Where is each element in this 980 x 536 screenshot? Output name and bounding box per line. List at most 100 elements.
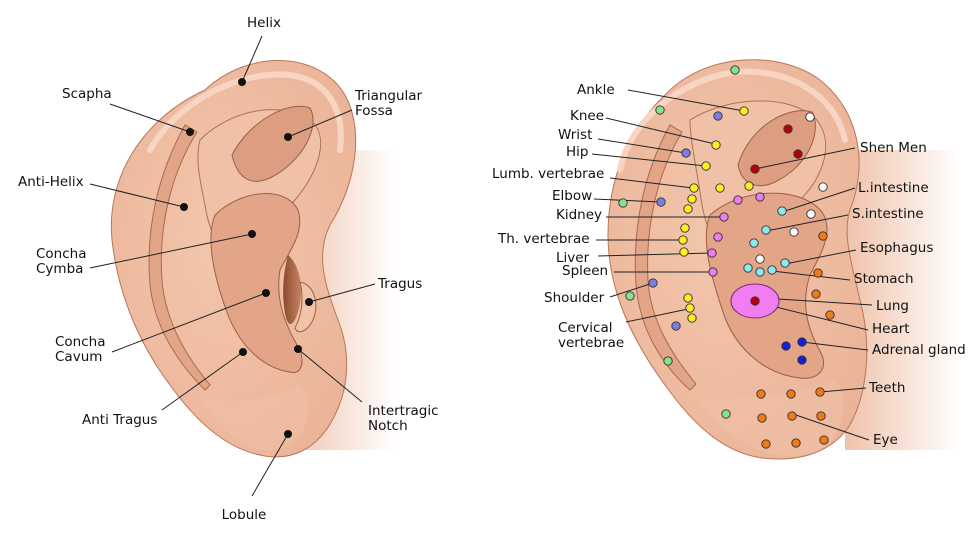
- label-tragus: Tragus: [377, 276, 422, 292]
- helix-rim: [147, 71, 344, 153]
- reflex-point-yellow: [744, 181, 754, 191]
- face-skin-fade: [845, 150, 960, 450]
- reflex-point-white: [789, 227, 799, 237]
- reflex-point-yellow: [678, 235, 688, 245]
- leader-ankle: [627, 89, 745, 112]
- reflex-point-yellow: [679, 247, 689, 257]
- label-spleen: Spleen: [562, 263, 608, 279]
- ear-anatomy-illustration: [110, 60, 395, 458]
- ear-canal-shadow: [283, 255, 302, 325]
- leader-intertragic-notch: [297, 348, 363, 403]
- scapha-groove: [634, 124, 697, 391]
- leader-knee: [605, 117, 716, 145]
- reflex-point-orange: [757, 413, 767, 423]
- reflex-point-green: [655, 105, 665, 115]
- label-anti-tragus: Anti Tragus: [82, 412, 157, 428]
- reflex-point-yellow: [689, 183, 699, 193]
- point-anti-tragus: [239, 348, 247, 356]
- reflex-point-blue: [797, 355, 807, 365]
- leader-lobule: [251, 433, 289, 497]
- leader-helix: [241, 35, 263, 83]
- label-teeth: Teeth: [868, 380, 905, 396]
- leader-concha-cavum: [111, 292, 267, 353]
- leader-adrenal-gland: [801, 341, 869, 351]
- reflex-point-dark-red: [793, 149, 803, 159]
- points-layer: [180, 65, 835, 449]
- label-wrist: Wrist: [558, 127, 592, 143]
- reflex-point-yellow: [687, 194, 697, 204]
- reflex-point-dark-red: [783, 124, 793, 134]
- tragus-shape: [294, 281, 317, 333]
- reflex-point-orange: [825, 310, 835, 320]
- label-lobule: Lobule: [222, 507, 267, 523]
- label-shoulder: Shoulder: [544, 290, 605, 306]
- leader-shen-men: [754, 147, 856, 170]
- reflex-point-yellow: [687, 313, 697, 323]
- reflex-point-orange: [813, 268, 823, 278]
- reflex-point-orange: [756, 389, 766, 399]
- reflex-point-magenta: [719, 212, 729, 222]
- reflex-point-white: [805, 112, 815, 122]
- reflex-point-dark-red: [750, 164, 760, 174]
- label-helix: Helix: [247, 15, 281, 31]
- leader-triangular-fossa: [287, 109, 353, 138]
- reflex-point-white: [806, 209, 816, 219]
- leader-scapha: [109, 103, 191, 133]
- point-intertragic-notch: [294, 345, 302, 353]
- triangular-fossa-shape: [231, 105, 314, 182]
- point-scapha: [186, 128, 194, 136]
- reflex-point-yellow: [701, 161, 711, 171]
- point-concha-cavum: [262, 289, 270, 297]
- label-th-vertebrae: Th. vertebrae: [497, 231, 590, 247]
- reflex-point-blue: [781, 341, 791, 351]
- point-triangular-fossa: [284, 133, 292, 141]
- reflex-point-orange: [811, 289, 821, 299]
- leader-l-intestine: [781, 187, 856, 213]
- label-elbow: Elbow: [552, 188, 592, 204]
- reflex-point-orange: [815, 387, 825, 397]
- leader-lung: [777, 298, 873, 306]
- reflex-point-green: [625, 291, 635, 301]
- leader-lumb-vertebrae: [609, 177, 694, 189]
- label-l-intestine: L.intestine: [858, 180, 929, 196]
- reflex-point-cyan: [761, 225, 771, 235]
- leader-concha-cymba: [89, 233, 253, 269]
- leader-liver: [597, 252, 713, 257]
- leader-shoulder: [609, 282, 654, 298]
- leader-elbow: [593, 198, 662, 203]
- reflex-point-green: [730, 65, 740, 75]
- reflex-point-cyan: [767, 265, 777, 275]
- label-liver: Liver: [556, 250, 590, 266]
- reflex-point-blue-purple: [648, 278, 658, 288]
- leader-wrist: [597, 138, 687, 154]
- reflex-point-white: [755, 254, 765, 264]
- reflex-point-magenta: [708, 267, 718, 277]
- reflex-point-cyan: [780, 258, 790, 268]
- reflex-point-blue: [797, 337, 807, 347]
- label-heart: Heart: [872, 321, 910, 337]
- reflex-point-magenta: [755, 192, 765, 202]
- label-scapha: Scapha: [62, 86, 112, 102]
- point-helix: [238, 78, 246, 86]
- reflex-point-blue-purple: [671, 321, 681, 331]
- reflex-point-orange: [818, 231, 828, 241]
- leader-anti-tragus: [161, 351, 244, 411]
- leader-esophagus: [784, 249, 857, 265]
- reflex-point-orange: [816, 411, 826, 421]
- leader-eye: [792, 413, 870, 441]
- label-stomach: Stomach: [854, 271, 914, 287]
- reflex-point-yellow: [711, 140, 721, 150]
- label-adrenal-gland: Adrenal gland: [872, 342, 966, 358]
- label-lung: Lung: [876, 298, 909, 314]
- label-ankle: Ankle: [577, 82, 615, 98]
- reflex-point-cyan: [777, 206, 787, 216]
- leader-hip: [591, 153, 707, 167]
- reflex-point-magenta: [707, 248, 717, 258]
- label-shen-men: Shen Men: [860, 140, 927, 156]
- reflex-point-green: [721, 409, 731, 419]
- label-lumb-vertebrae: Lumb. vertebrae: [492, 166, 604, 182]
- leader-s-intestine: [765, 214, 849, 232]
